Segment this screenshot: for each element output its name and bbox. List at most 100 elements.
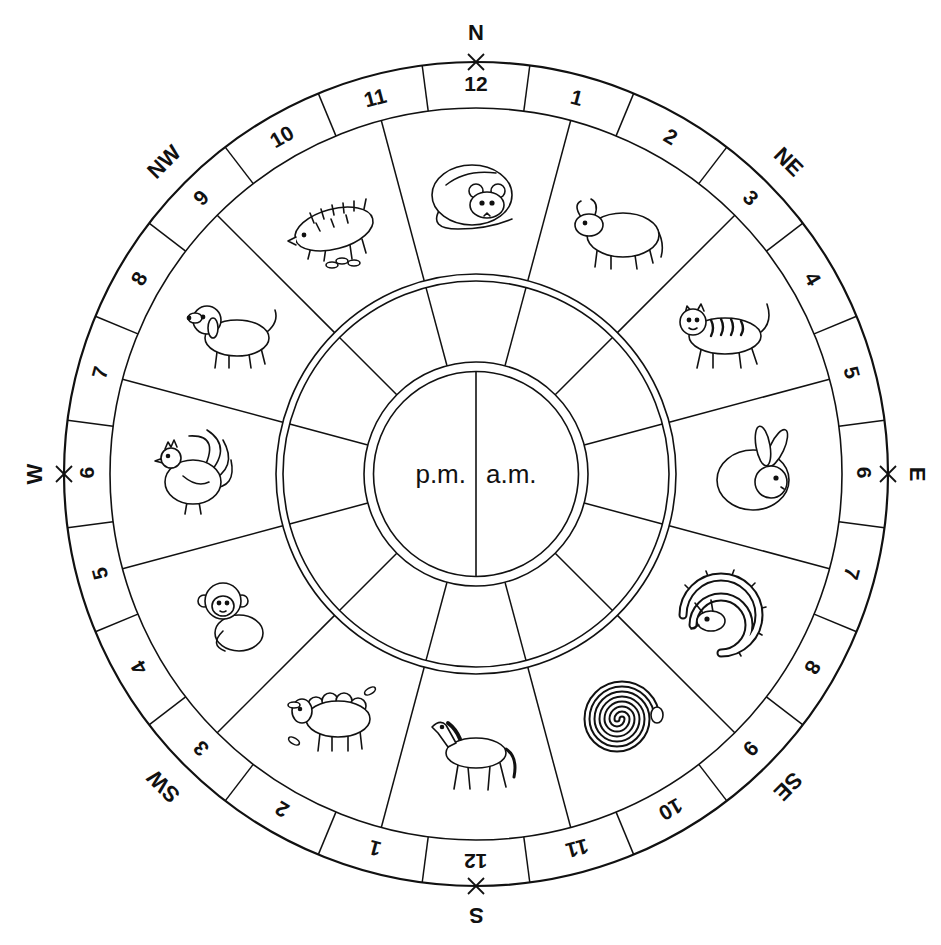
ring-divider [528, 121, 571, 281]
rat-figure-part [432, 165, 512, 225]
sheep-figure-part [288, 702, 300, 708]
direction-label-box: N [468, 21, 484, 45]
ring-divider [318, 93, 336, 135]
compass-cross [56, 54, 896, 894]
ring-divider [381, 667, 424, 827]
hour-cell: 1 [364, 835, 387, 862]
snake-figure-part [651, 707, 663, 723]
ring-divider [381, 121, 424, 281]
period-label: a.m. [486, 460, 537, 489]
compass-cross [56, 466, 72, 482]
sheep-figure-part [363, 685, 376, 696]
monkey-figure-part [215, 615, 263, 651]
rat-figure-part [484, 213, 490, 216]
compass-direction: NE [768, 143, 807, 182]
hour-number: 8 [125, 265, 154, 292]
ring-divider [149, 697, 186, 725]
hour-cell: 10 [652, 793, 689, 828]
center-half: p.m. [372, 370, 476, 578]
ring-divider [68, 522, 114, 528]
hour-number: 2 [657, 122, 684, 151]
rooster-figure-part [167, 455, 170, 458]
ring-divider [340, 553, 397, 610]
compass-cross [56, 466, 72, 482]
compass-cross [468, 54, 484, 70]
monkey-figure-part [205, 583, 241, 619]
hour-number: 2 [268, 795, 295, 824]
compass-direction: S [469, 903, 484, 927]
hour-cell: 12 [461, 72, 490, 95]
center-half: a.m. [476, 370, 580, 578]
ring-divider [616, 93, 634, 135]
hour-number: 12 [461, 72, 490, 95]
ox-figure [575, 199, 662, 269]
rabbit-figure-part [781, 487, 784, 489]
rat-figure [432, 165, 512, 229]
hour-number: 1 [565, 84, 588, 111]
dog-figure-part [208, 318, 218, 338]
rooster-figure-part [161, 448, 181, 468]
ring-divider [123, 379, 283, 422]
hour-cell: 3 [187, 734, 216, 763]
dial-ring [64, 62, 888, 886]
compass-cross [468, 878, 484, 894]
hour-cell: 5 [838, 361, 865, 384]
horse-figure [432, 722, 515, 790]
ring-divider [766, 697, 803, 725]
ring-divider [68, 66, 885, 883]
hour-cell: 7 [838, 562, 865, 585]
tiger-figure-part [695, 318, 698, 321]
snake-figure-part [587, 684, 657, 749]
direction-label-box: NE [768, 143, 807, 182]
hour-cell: 7 [87, 361, 114, 384]
ring-divider [340, 338, 397, 395]
rabbit-figure-part [755, 466, 787, 498]
ring-divider [555, 338, 612, 395]
hour-cell: 8 [125, 265, 154, 292]
tiger-figure-part [711, 319, 743, 336]
center-dial-outline [372, 370, 580, 578]
ring-divider [524, 837, 530, 883]
dog-figure-part [267, 310, 276, 332]
direction-label-box: W [23, 464, 47, 485]
period-label: p.m. [415, 460, 466, 489]
dog-figure-part [201, 315, 204, 318]
tiger-figure [680, 304, 769, 368]
rat-figure-part [480, 201, 484, 205]
hour-cell: 9 [737, 734, 766, 763]
ring-divider [528, 667, 571, 827]
hour-number: 9 [737, 734, 766, 763]
compass-cross [880, 466, 896, 482]
hour-cell: 6 [853, 464, 876, 482]
ring-divider [123, 526, 283, 569]
dragon-figure-part [697, 611, 725, 631]
ring-divider [426, 288, 447, 366]
monkey-figure-part [212, 596, 234, 616]
ring-divider [699, 764, 727, 801]
dial-ring-part [283, 281, 669, 667]
hour-cell: 2 [657, 122, 684, 151]
hour-number: 7 [838, 562, 865, 585]
ring-divider [505, 582, 526, 660]
direction-label-box: NW [143, 141, 186, 184]
rooster-figure-part [183, 476, 209, 484]
ring-divider [555, 553, 612, 610]
ox-figure-part [575, 214, 603, 236]
horse-figure-part [448, 723, 460, 739]
compass-cross [880, 466, 896, 482]
rat-figure-part [446, 172, 496, 185]
dragon-figure-part [705, 617, 709, 621]
ring-divider [68, 420, 114, 426]
ox-figure-part [583, 221, 586, 224]
hour-number: 12 [461, 850, 490, 873]
compass-cross [468, 878, 484, 894]
sheep-figure-part [287, 735, 300, 746]
ring-divider [616, 812, 634, 855]
ring-divider [422, 66, 428, 112]
snake-figure-part [587, 684, 657, 749]
hour-cell: 8 [798, 654, 827, 681]
rabbit-figure-part [774, 476, 778, 480]
rabbit-figure-part [753, 425, 774, 467]
compass-direction: SE [769, 767, 807, 805]
